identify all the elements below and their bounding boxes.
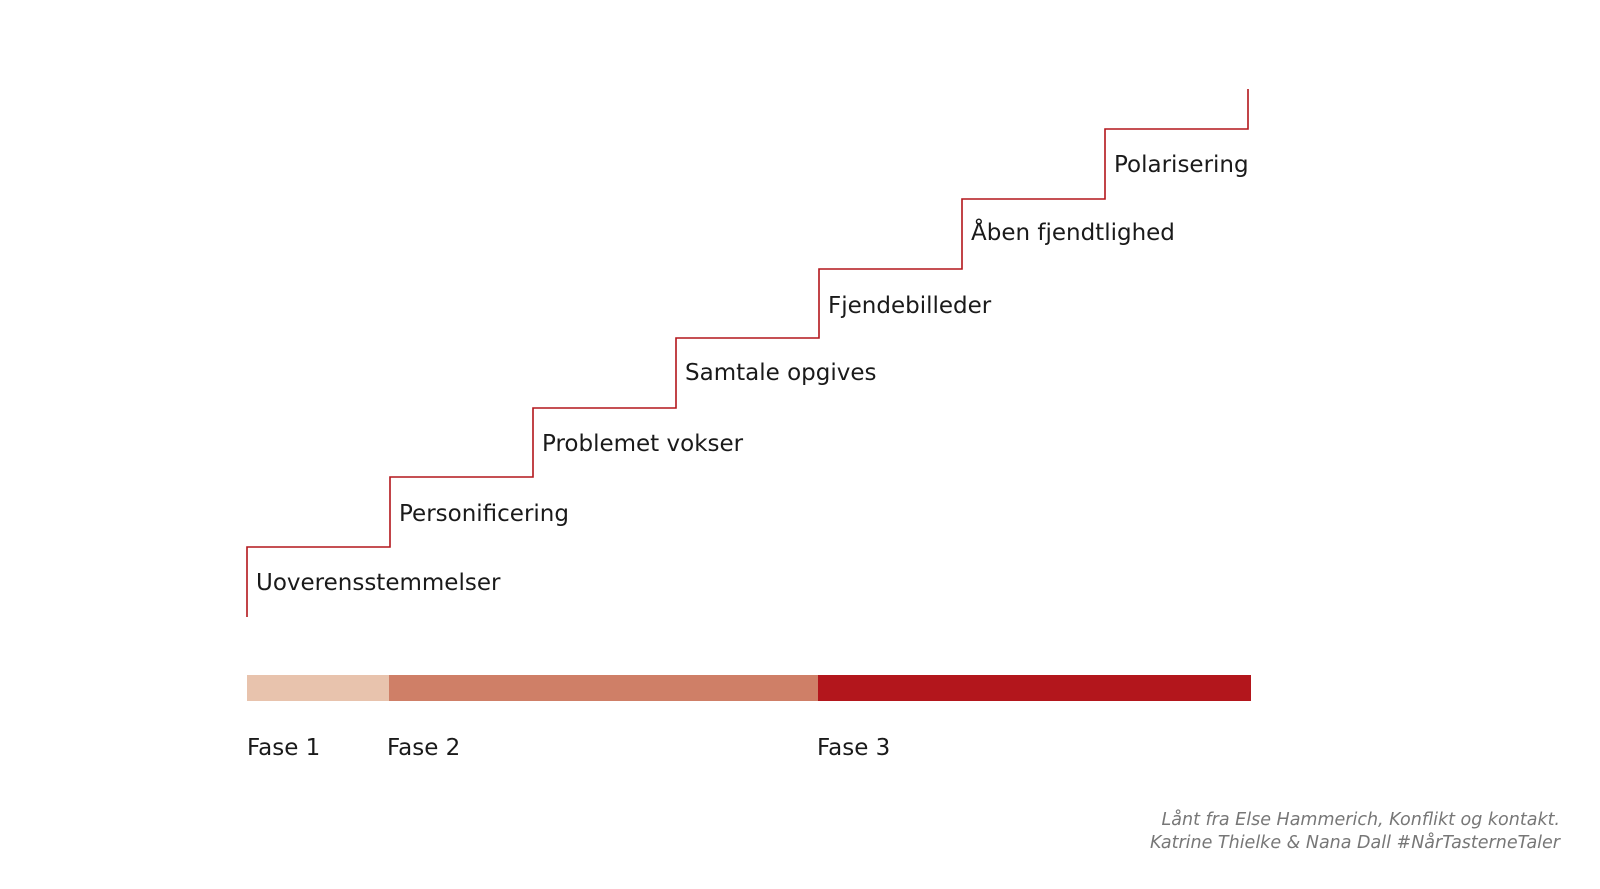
phase-label-1: Fase 1 [247, 735, 321, 761]
step-label-7: Polarisering [1114, 152, 1249, 178]
step-label-3: Problemet vokser [542, 431, 744, 457]
step-label-2: Personificering [399, 501, 569, 527]
step-label-5: Fjendebilleder [828, 293, 992, 319]
staircase-line [246, 89, 1249, 617]
phase-label-2: Fase 2 [387, 735, 461, 761]
phase-bar-1 [247, 675, 389, 701]
phase-bar-3 [818, 675, 1251, 701]
step-label-4: Samtale opgives [685, 360, 877, 386]
step-label-6: Åben fjendtlighed [971, 220, 1175, 246]
phase-bar-2 [389, 675, 818, 701]
phase-label-3: Fase 3 [817, 735, 891, 761]
credit-line-2: Katrine Thielke & Nana Dall #NårTasterne… [1150, 833, 1560, 853]
credit-line-1: Lånt fra Else Hammerich, Konflikt og kon… [1161, 810, 1560, 830]
step-label-1: Uoverensstemmelser [256, 570, 501, 596]
